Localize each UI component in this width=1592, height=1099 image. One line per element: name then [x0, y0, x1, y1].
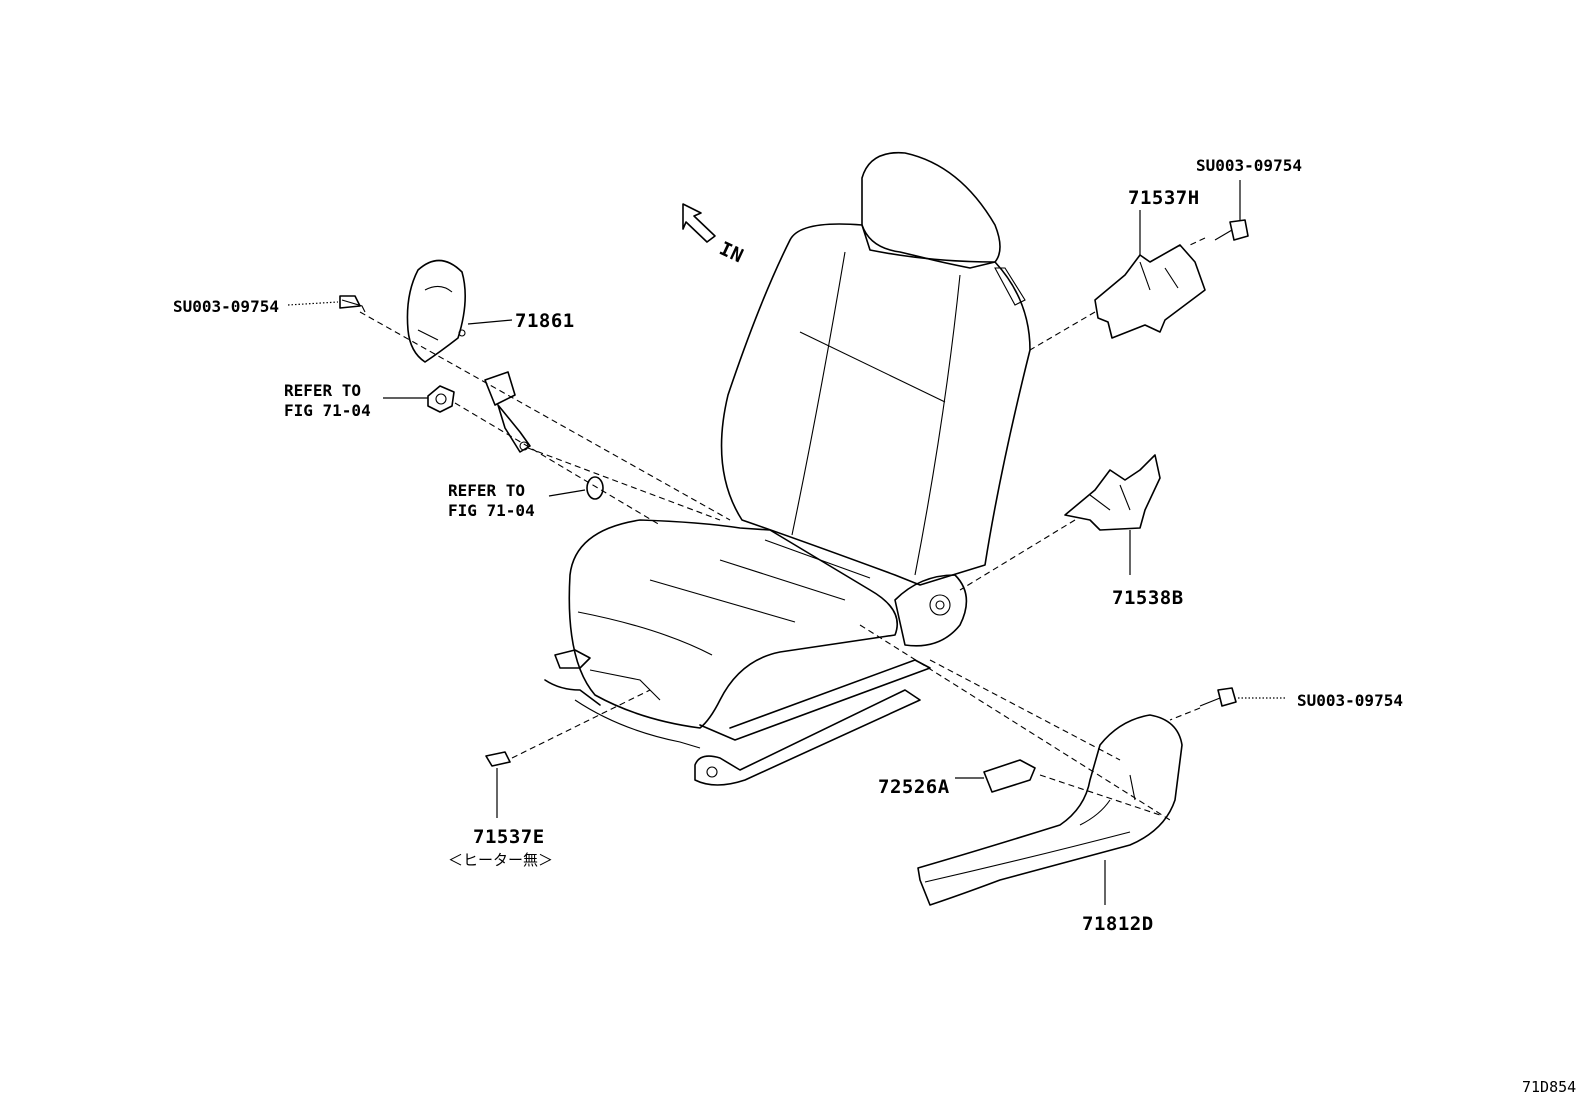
- washer-part: [586, 476, 604, 500]
- label-72526A: 72526A: [878, 776, 950, 798]
- label-71537H: 71537H: [1128, 187, 1200, 209]
- screw-right: [1199, 687, 1237, 707]
- label-refer2-line2: FIG 71-04: [448, 501, 535, 520]
- figure-code: 71D854: [1522, 1078, 1576, 1096]
- label-su003-top-right: SU003-09754: [1196, 156, 1302, 175]
- screw-top-right: [1214, 219, 1249, 241]
- label-71537E: 71537E: [473, 826, 545, 848]
- part-71861-cover: [406, 259, 466, 363]
- direction-arrow-icon: [682, 203, 716, 243]
- seat-assembly: [544, 151, 1031, 786]
- part-71812D-cover: [917, 714, 1183, 906]
- label-su003-left: SU003-09754: [173, 297, 279, 316]
- label-refer2-line1: REFER TO: [448, 481, 525, 500]
- label-refer1-line2: FIG 71-04: [284, 401, 371, 420]
- nut-part: [427, 385, 455, 413]
- label-71538B: 71538B: [1112, 587, 1184, 609]
- seatbelt-buckle: [484, 371, 531, 453]
- label-refer1-line1: REFER TO: [284, 381, 361, 400]
- direction-label: IN: [716, 238, 747, 268]
- leader-lines: [287, 180, 1285, 905]
- label-su003-right: SU003-09754: [1297, 691, 1403, 710]
- screw-left: [339, 295, 366, 313]
- part-72526A-knob: [983, 759, 1036, 793]
- part-71538B-bracket: [1064, 454, 1161, 531]
- part-71537E-clip: [485, 751, 511, 767]
- part-71537H-bracket: [1094, 244, 1206, 339]
- label-71537E-note: ＜ヒーター無＞: [448, 851, 553, 869]
- label-71812D: 71812D: [1082, 913, 1154, 935]
- assembly-lines: [359, 237, 1206, 821]
- label-71861: 71861: [515, 310, 575, 332]
